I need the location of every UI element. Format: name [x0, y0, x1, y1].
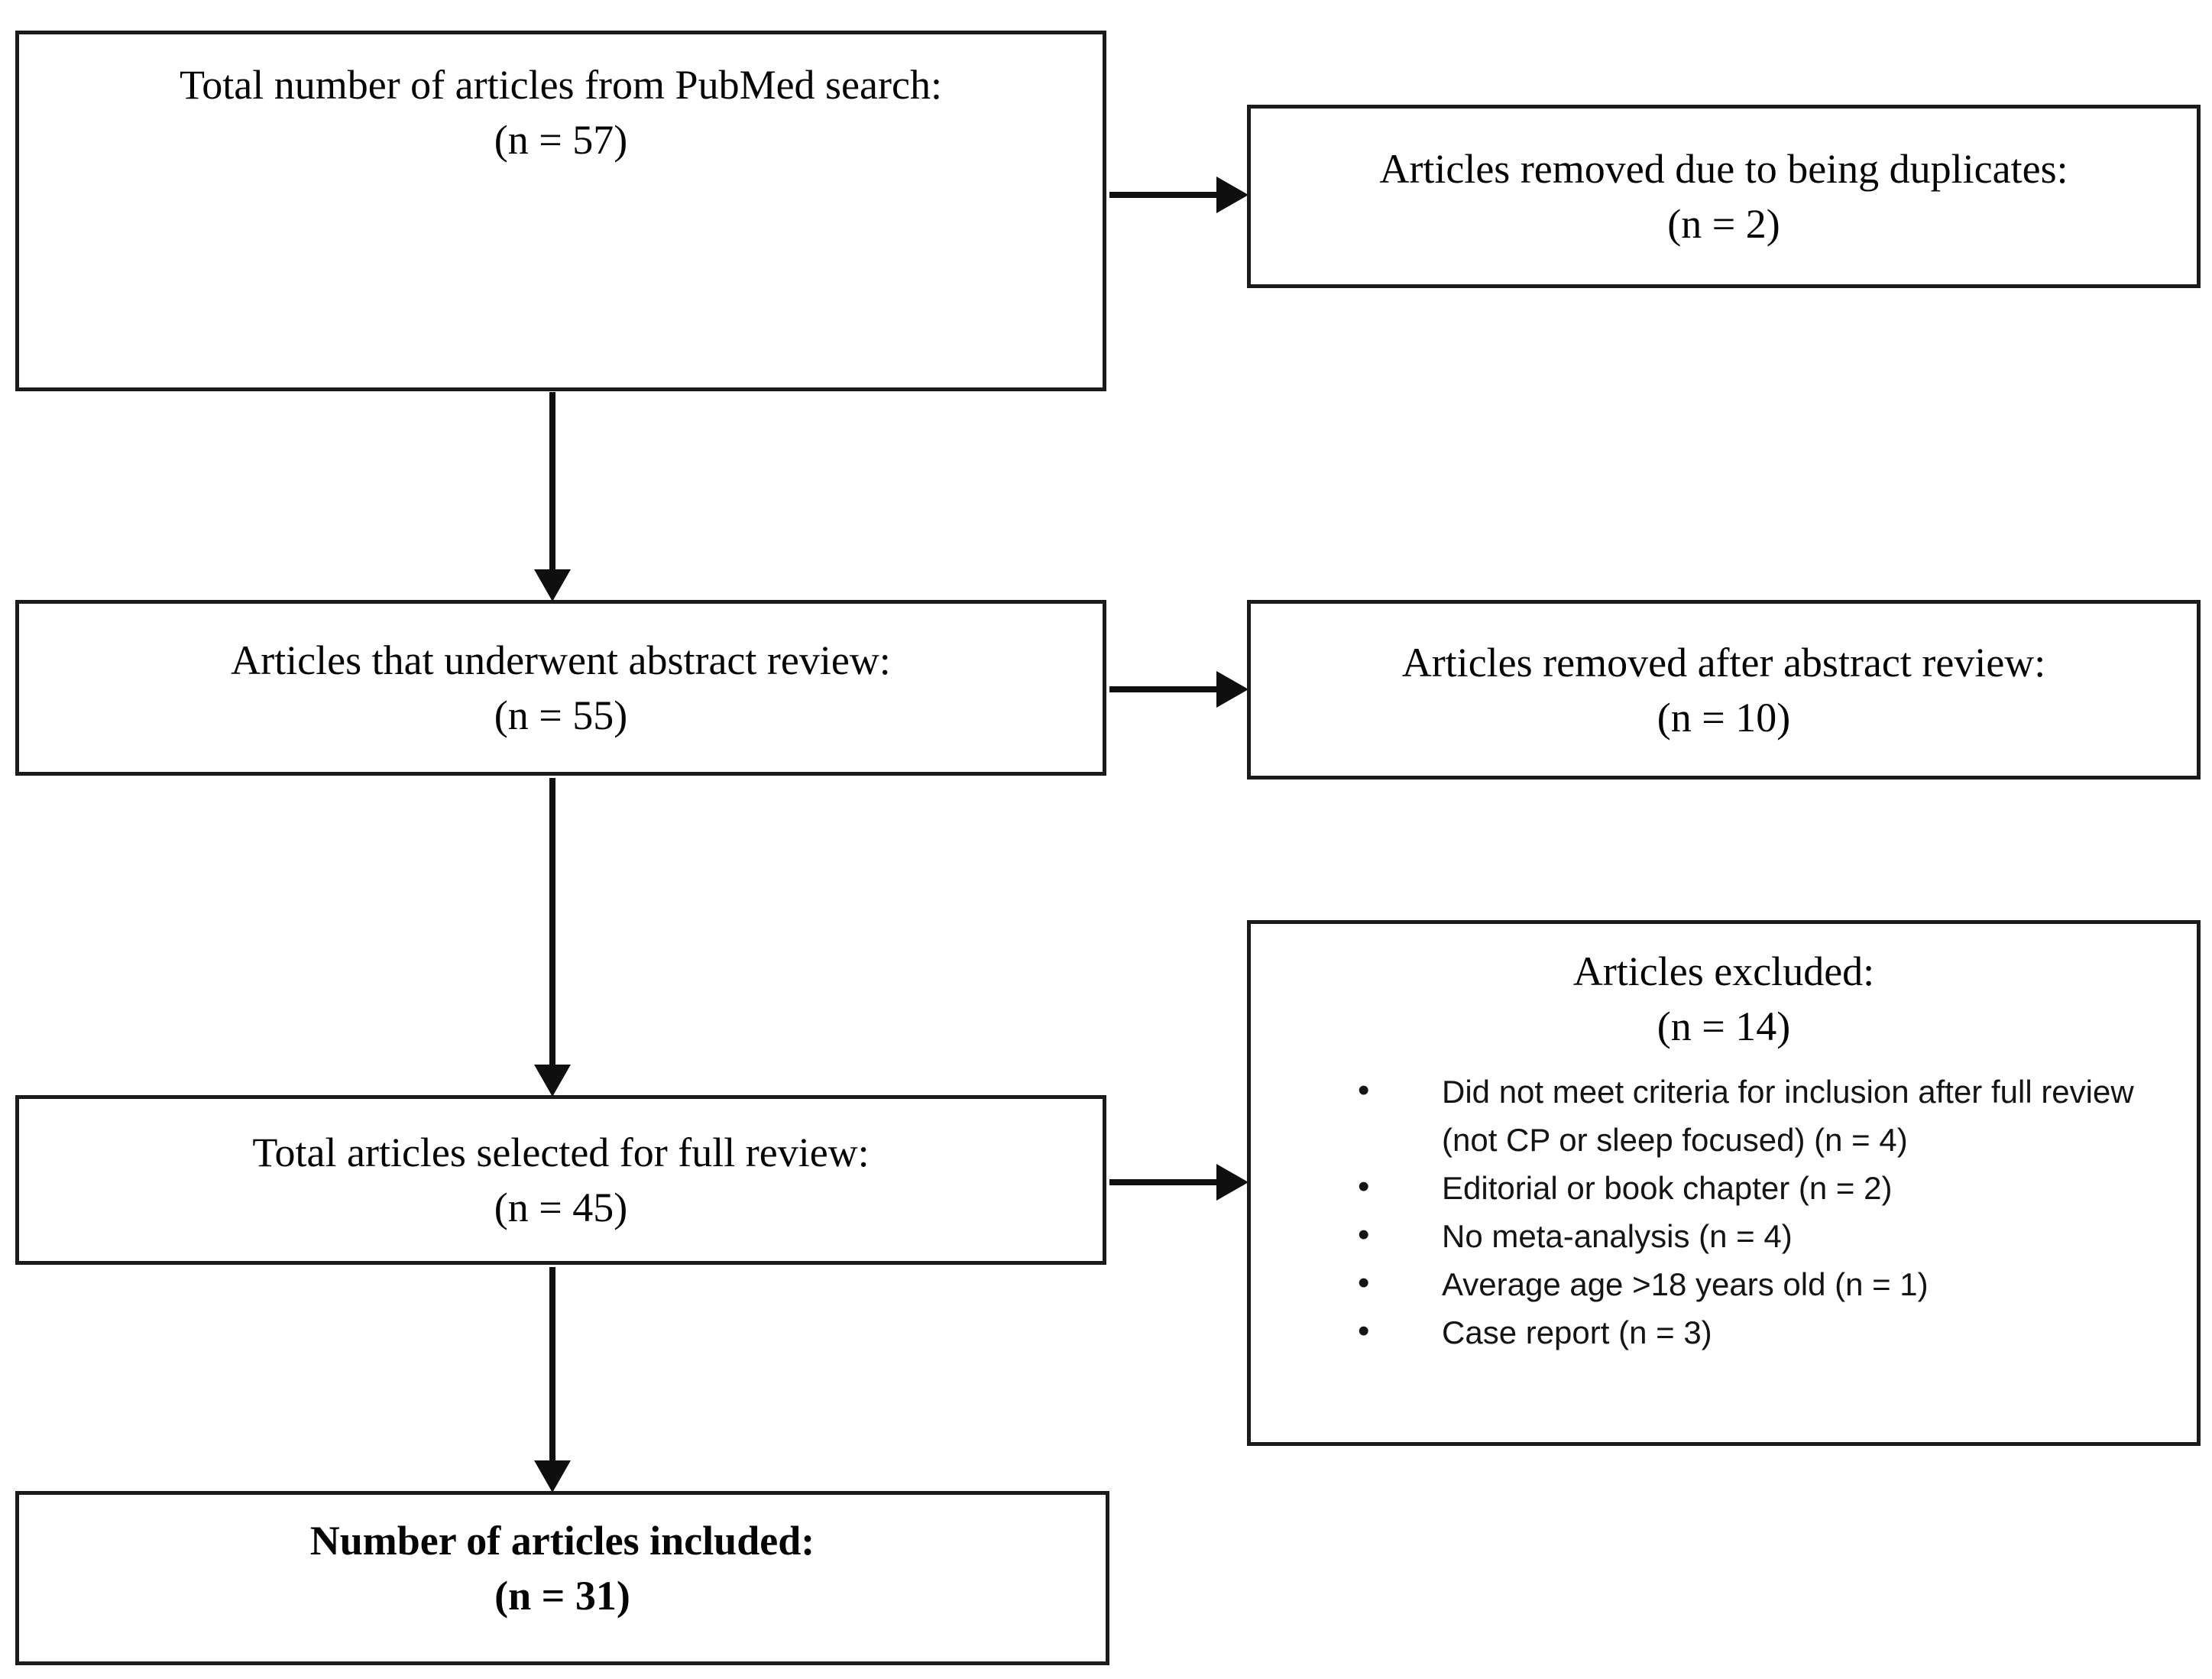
box-count: (n = 55): [494, 692, 628, 738]
arrowhead-right-icon: [1216, 177, 1249, 213]
box-articles-included: Number of articles included: (n = 31): [15, 1491, 1109, 1665]
arrow-abstract-to-fullreview: [534, 778, 571, 1097]
box-label: Total articles selected for full review:: [252, 1130, 870, 1175]
box-label: Articles removed after abstract review:: [1401, 639, 2046, 686]
exclusion-reason-item: Case report (n = 3): [1251, 1307, 2197, 1356]
box-label: Articles that underwent abstract review:: [231, 637, 891, 683]
box-articles-excluded: Articles excluded: (n = 14) Did not meet…: [1247, 920, 2201, 1446]
exclusion-reasons-list: Did not meet criteria for inclusion afte…: [1251, 1066, 2197, 1356]
box-full-review: Total articles selected for full review:…: [15, 1095, 1106, 1265]
box-count: (n = 57): [494, 117, 628, 163]
box-label: Articles removed due to being duplicates…: [1379, 146, 2068, 192]
box-count: (n = 45): [494, 1185, 628, 1230]
box-count: (n = 31): [494, 1573, 630, 1619]
exclusion-reason-item: Average age >18 years old (n = 1): [1251, 1259, 2197, 1308]
exclusion-reason-item: No meta-analysis (n = 4): [1251, 1211, 2197, 1260]
box-count: (n = 10): [1657, 694, 1791, 741]
box-duplicates-removed: Articles removed due to being duplicates…: [1247, 105, 2201, 288]
arrowhead-right-icon: [1216, 671, 1249, 708]
box-pubmed-total: Total number of articles from PubMed sea…: [15, 31, 1106, 391]
box-label: Articles excluded:: [1572, 948, 1875, 994]
box-abstract-review: Articles that underwent abstract review:…: [15, 600, 1106, 776]
exclusion-reason-item: Editorial or book chapter (n = 2): [1251, 1162, 2197, 1212]
arrowhead-right-icon: [1216, 1164, 1249, 1201]
arrow-pubmed-to-duplicates: [1109, 177, 1249, 213]
exclusion-reason-item: Did not meet criteria for inclusion afte…: [1251, 1066, 2197, 1164]
arrow-shaft: [1109, 1179, 1218, 1185]
box-count: (n = 2): [1667, 201, 1780, 247]
box-label: Number of articles included:: [309, 1518, 815, 1564]
arrow-shaft: [549, 392, 555, 571]
box-removed-after-abstract: Articles removed after abstract review: …: [1247, 600, 2201, 780]
arrow-abstract-to-removed: [1109, 671, 1249, 708]
arrow-fullreview-to-included: [534, 1267, 571, 1493]
arrowhead-down-icon: [534, 569, 571, 601]
arrowhead-down-icon: [534, 1065, 571, 1097]
arrow-shaft: [549, 1267, 555, 1462]
arrowhead-down-icon: [534, 1460, 571, 1493]
box-count: (n = 14): [1657, 1003, 1791, 1049]
box-label: Total number of articles from PubMed sea…: [180, 62, 942, 108]
arrow-shaft: [1109, 192, 1218, 198]
arrow-pubmed-to-abstract: [534, 392, 571, 601]
arrow-fullreview-to-excluded: [1109, 1164, 1249, 1201]
arrow-shaft: [549, 778, 555, 1066]
arrow-shaft: [1109, 686, 1218, 692]
